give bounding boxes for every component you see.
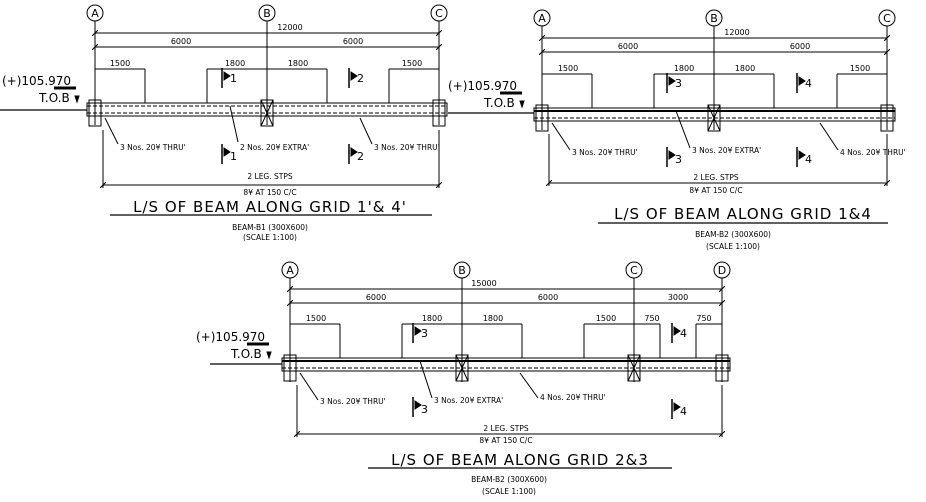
level-value: (+)105.970 <box>448 79 517 93</box>
bar-dimension: 1800 <box>674 64 694 73</box>
grid-label-a: A <box>538 12 546 25</box>
level-value: (+)105.970 <box>2 74 71 88</box>
rebar-label: 4 Nos. 20¥ THRU' <box>540 393 606 402</box>
bar-dimension: 1800 <box>483 314 503 323</box>
bar-dimension: 1800 <box>288 59 308 68</box>
rebar-label: 3 Nos. 20¥ EXTRA' <box>692 146 761 155</box>
stirrup-spacing: 8¥ AT 150 C/C <box>243 188 296 197</box>
bar-dimension: 1500 <box>558 64 578 73</box>
section-mark: 2 <box>357 72 364 85</box>
rebar-label: 3 Nos. 20¥ EXTRA' <box>434 396 503 405</box>
scale-note: (SCALE 1:100) <box>482 487 536 496</box>
rebar-label: 3 Nos. 20¥ THRU' <box>572 148 638 157</box>
stirrup-spacing: 8¥ AT 150 C/C <box>479 436 532 445</box>
rebar-label: 4 Nos. 20¥ THRU' <box>840 148 906 157</box>
span-dimension: 3000 <box>668 293 688 302</box>
drawing-title: L/S OF BEAM ALONG GRID 2&3 <box>391 451 649 469</box>
grid-label-c: C <box>435 7 443 20</box>
overall-dimension: 12000 <box>724 28 749 37</box>
drawing-title: L/S OF BEAM ALONG GRID 1'& 4' <box>133 198 407 216</box>
beam-outline <box>281 357 731 372</box>
grid-label-c: C <box>630 264 638 277</box>
section-mark: 4 <box>680 405 687 418</box>
drawing-3-text: A B C D 15000 6000 6000 3000 1500 1800 1… <box>196 264 726 496</box>
bar-dimension: 1500 <box>850 64 870 73</box>
drawing-2-text: A B C 12000 6000 6000 1500 1800 1800 150… <box>448 12 906 251</box>
section-mark: 4 <box>805 77 812 90</box>
section-mark: 4 <box>680 327 687 340</box>
bar-dimension: 750 <box>644 314 659 323</box>
section-mark: 2 <box>357 150 364 163</box>
span-dimension: 6000 <box>790 42 810 51</box>
section-mark: 1 <box>230 150 237 163</box>
grid-label-b: B <box>458 264 466 277</box>
stirrup-label: 2 LEG. STPS <box>247 172 293 181</box>
rebar-label: 3 Nos. 20¥ THRU' <box>320 397 386 406</box>
rebar-label: 3 Nos. 20¥ THRU' <box>120 143 186 152</box>
grid-label-a: A <box>286 264 294 277</box>
level-value: (+)105.970 <box>196 330 265 344</box>
rebar-label: 3 Nos. 20¥ THRU' <box>374 143 440 152</box>
bar-dimension: 1500 <box>306 314 326 323</box>
section-mark: 1 <box>230 72 237 85</box>
bar-dimension: 1500 <box>110 59 130 68</box>
bar-dimension: 1800 <box>735 64 755 73</box>
beam-elevation-1 <box>0 4 448 216</box>
section-mark: 3 <box>675 153 682 166</box>
grid-label-a: A <box>91 7 99 20</box>
grid-label-b: B <box>710 12 718 25</box>
beam-designation: BEAM-B2 (300X600) <box>471 475 547 484</box>
bar-dimension: 1800 <box>225 59 245 68</box>
scale-note: (SCALE 1:100) <box>706 242 760 251</box>
stirrup-spacing: 8¥ AT 150 C/C <box>689 186 742 195</box>
stirrup-label: 2 LEG. STPS <box>693 173 739 182</box>
tob-label: T.O.B <box>38 91 70 105</box>
beam-elevation-3 <box>210 261 731 469</box>
span-dimension: 6000 <box>171 37 191 46</box>
beam-elevation-2 <box>448 9 896 224</box>
grid-label-c: C <box>883 12 891 25</box>
section-mark: 3 <box>675 77 682 90</box>
beam-designation: BEAM-B2 (300X600) <box>695 230 771 239</box>
grid-label-d: D <box>718 264 726 277</box>
overall-dimension: 12000 <box>277 23 302 32</box>
span-dimension: 6000 <box>366 293 386 302</box>
bar-dimension: 1500 <box>402 59 422 68</box>
rebar-label: 2 Nos. 20¥ EXTRA' <box>240 143 309 152</box>
section-mark: 4 <box>805 153 812 166</box>
overall-dimension: 15000 <box>471 279 496 288</box>
beam-outline <box>533 107 896 122</box>
span-dimension: 6000 <box>538 293 558 302</box>
tob-label: T.O.B <box>230 347 262 361</box>
bar-dimension: 750 <box>696 314 711 323</box>
scale-note: (SCALE 1:100) <box>243 233 297 242</box>
drawing-title: L/S OF BEAM ALONG GRID 1&4 <box>614 205 872 223</box>
section-mark: 3 <box>421 403 428 416</box>
span-dimension: 6000 <box>618 42 638 51</box>
section-mark: 3 <box>421 327 428 340</box>
tob-label: T.O.B <box>483 96 515 110</box>
span-dimension: 6000 <box>343 37 363 46</box>
stirrup-label: 2 LEG. STPS <box>483 424 529 433</box>
grid-label-b: B <box>263 7 271 20</box>
beam-designation: BEAM-B1 (300X600) <box>232 223 308 232</box>
bar-dimension: 1500 <box>596 314 616 323</box>
drawing-1-text: A B C 12000 6000 6000 1500 1800 1800 150… <box>2 7 443 242</box>
bar-dimension: 1800 <box>422 314 442 323</box>
